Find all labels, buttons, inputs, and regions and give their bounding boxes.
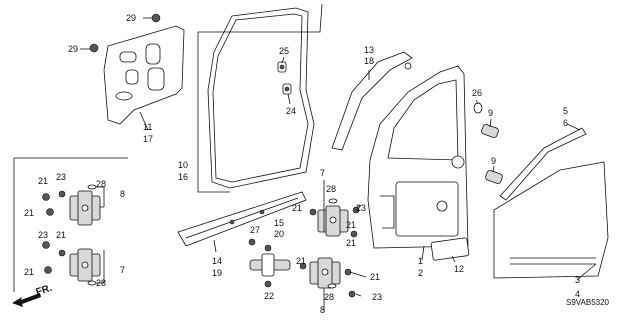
callout-c15: 15 xyxy=(274,218,284,228)
callout-c17: 17 xyxy=(143,134,153,144)
callout-c18: 18 xyxy=(364,56,374,66)
callout-c1: 1 xyxy=(418,256,423,266)
callout-c3: 3 xyxy=(575,275,580,285)
callout-labels: 2929111725241016131826995672823212121152… xyxy=(24,13,580,315)
door-weatherstrip xyxy=(207,7,315,189)
callout-c29b: 29 xyxy=(68,44,78,54)
front-door-frame xyxy=(367,65,469,249)
callout-c19: 19 xyxy=(212,268,222,278)
callout-c25: 25 xyxy=(279,46,289,56)
callout-i28a: 28 xyxy=(96,179,106,189)
front-arrow-icon xyxy=(12,293,41,307)
callout-c20: 20 xyxy=(274,229,284,239)
callout-c9b: 9 xyxy=(491,156,496,166)
callout-i21d: 21 xyxy=(24,267,34,277)
callout-i7: 7 xyxy=(120,265,125,275)
callout-c29a: 29 xyxy=(126,13,136,23)
callout-c4: 4 xyxy=(575,289,580,299)
callout-c21a: 21 xyxy=(292,203,302,213)
inset-frame xyxy=(13,157,128,292)
callout-c8a: 8 xyxy=(320,305,325,315)
callout-i21c: 21 xyxy=(56,230,66,240)
callout-c21d: 21 xyxy=(296,256,306,266)
inset-upper-hinge xyxy=(42,184,105,226)
sash-molding xyxy=(331,51,413,151)
callout-i23a: 23 xyxy=(56,172,66,182)
sill-strip xyxy=(177,191,307,247)
callout-c5: 5 xyxy=(563,106,568,116)
outer-door-skin xyxy=(493,161,609,279)
callout-c26: 26 xyxy=(472,88,482,98)
callout-i8: 8 xyxy=(120,189,125,199)
inset-lower-hinge xyxy=(42,241,105,286)
upper-hinge xyxy=(309,198,360,238)
callout-c10: 10 xyxy=(178,160,188,170)
callout-c6: 6 xyxy=(563,118,568,128)
door-checker xyxy=(248,238,291,288)
callout-c21c: 21 xyxy=(346,238,356,248)
callout-i28b: 28 xyxy=(96,278,106,288)
callout-c9a: 9 xyxy=(488,108,493,118)
callout-c12: 12 xyxy=(454,264,464,274)
callout-c7a: 7 xyxy=(320,168,325,178)
part-9-lower xyxy=(485,170,503,184)
callout-c16: 16 xyxy=(178,172,188,182)
callout-c27: 27 xyxy=(250,225,260,235)
callout-c21b: 21 xyxy=(346,220,356,230)
clip-24 xyxy=(282,83,292,95)
callout-i23b: 23 xyxy=(38,230,48,240)
callout-i21a: 21 xyxy=(38,176,48,186)
inner-panel-cover xyxy=(89,13,185,125)
callout-c23a: 23 xyxy=(356,203,366,213)
weatherstrip-bracket-top xyxy=(198,3,323,33)
callout-c14: 14 xyxy=(212,256,222,266)
diagram-code: S9VAB5320 xyxy=(566,298,609,307)
callout-i21b: 21 xyxy=(24,208,34,218)
clip-25 xyxy=(277,61,287,73)
part-26 xyxy=(473,102,483,114)
callout-c21e: 21 xyxy=(370,272,380,282)
callout-c28b: 28 xyxy=(324,292,334,302)
weatherstrip-bracket xyxy=(197,32,230,193)
callout-c24: 24 xyxy=(286,106,296,116)
callout-c22: 22 xyxy=(264,291,274,301)
callout-c13: 13 xyxy=(364,45,374,55)
outer-molding xyxy=(499,127,587,201)
lower-hinge xyxy=(299,257,356,298)
door-pad-12 xyxy=(430,237,470,261)
callout-c2: 2 xyxy=(418,268,423,278)
callout-c23b: 23 xyxy=(372,292,382,302)
leader-lines xyxy=(80,17,597,297)
callout-c28a: 28 xyxy=(326,184,336,194)
callout-c11: 11 xyxy=(143,122,152,132)
part-9-upper xyxy=(481,124,499,138)
